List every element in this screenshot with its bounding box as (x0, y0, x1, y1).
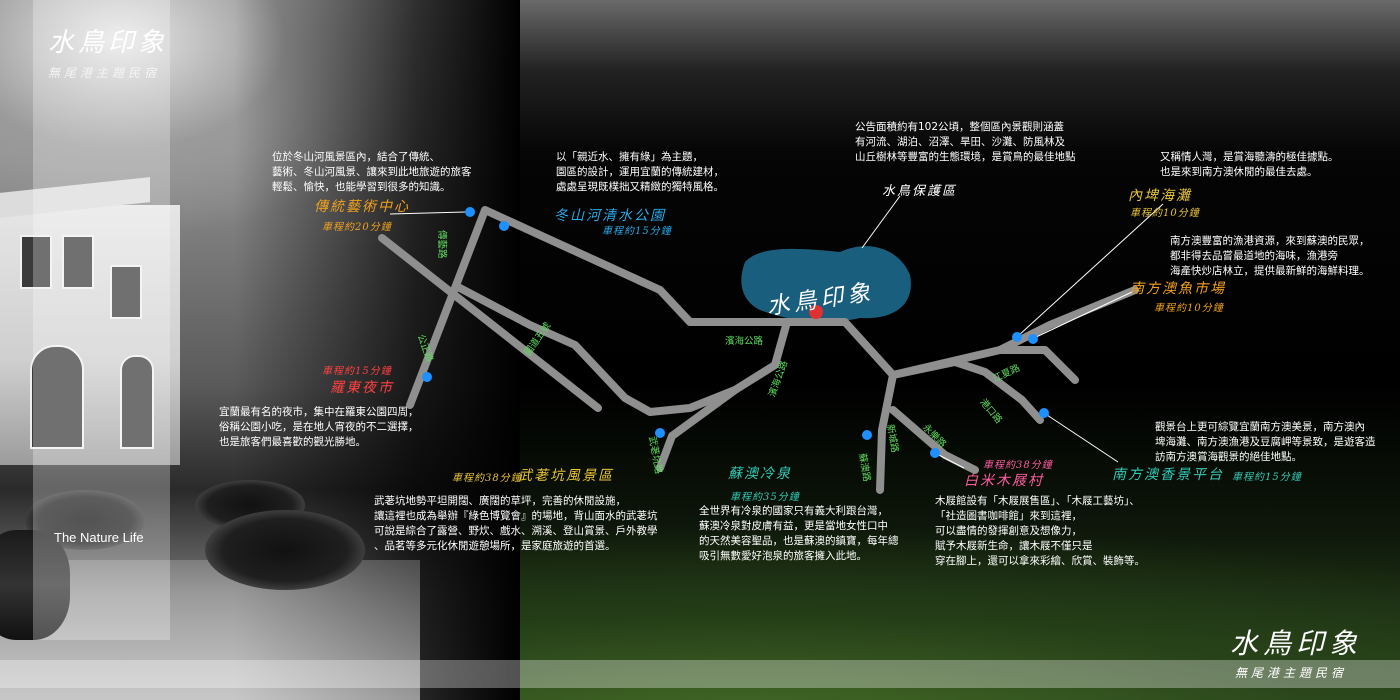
art-center-time: 車程約20分鐘 (322, 222, 392, 233)
suao-spring-description: 全世界有冷泉的國家只有義大利跟台灣，蘇澳冷泉對皮膚有益，更是當地女性口中的天然美… (699, 505, 899, 562)
road-segment (454, 283, 791, 416)
stone-tub (0, 530, 70, 640)
footer-bar (0, 660, 1400, 688)
neipi-beach-time: 車程約10分鐘 (1130, 208, 1200, 219)
clog-village-name[interactable]: 白米木屐村 (964, 473, 1044, 489)
wulaokeng-description: 武荖坑地勢平坦開闊、廣闊的草坪，完善的休閒設施，讓這裡也成為舉辦『綠色博覽會』的… (374, 495, 658, 552)
suao-spring-time: 車程約35分鐘 (730, 492, 800, 503)
viewing-platform-time: 車程約15分鐘 (1232, 472, 1302, 483)
road-label: 濱海公路 (725, 336, 764, 347)
suao-spring-name[interactable]: 蘇澳冷泉 (728, 466, 792, 482)
house-window (62, 235, 94, 289)
bird-reserve-area[interactable] (741, 246, 911, 322)
road-segment (996, 286, 1139, 354)
gravel-ground (0, 560, 420, 700)
fish-market-callout-line (1033, 291, 1133, 339)
house-door (30, 345, 84, 449)
wulaokeng-name[interactable]: 武荖坑風景區 (518, 468, 614, 484)
footer-subtitle: 無尾港主題民宿 (1235, 666, 1348, 680)
art-center-description: 位於冬山河風景區內，結合了傳統、藝術、冬山河風景、讓來到此地旅遊的旅客輕鬆、愉快… (272, 151, 472, 193)
house-window (110, 265, 142, 319)
road-segment (876, 371, 897, 494)
fish-market-name[interactable]: 南方澳魚市場 (1130, 281, 1226, 297)
house-illustration (0, 205, 180, 465)
lotung-market-name[interactable]: 羅東夜市 (330, 380, 394, 396)
wulaokeng-time: 車程約38分鐘 (452, 473, 522, 484)
road-segment (378, 234, 602, 412)
homestay-location-pin[interactable] (809, 305, 823, 319)
art-center-name[interactable]: 傳統藝術中心 (314, 199, 410, 215)
clog-village-time: 車程約38分鐘 (983, 460, 1053, 471)
suao-spring-pin[interactable] (862, 430, 872, 440)
clog-callout-line (934, 452, 965, 469)
fish-market-pin[interactable] (1028, 334, 1038, 344)
brand-panel (33, 0, 170, 640)
brand-title: 水鳥印象 (48, 28, 169, 58)
road-segment (656, 386, 739, 472)
bird-reserve-name[interactable]: 水鳥保護區 (882, 184, 958, 199)
art-center-pin[interactable] (465, 207, 475, 217)
brand-tagline: The Nature Life (54, 530, 144, 545)
neipi-callout-line (1017, 203, 1164, 337)
dongshan-park-name[interactable]: 冬山河清水公園 (554, 208, 666, 224)
footer-title: 水鳥印象 (1230, 627, 1363, 660)
neipi-beach-pin[interactable] (1012, 332, 1022, 342)
dongshan-park-description: 以「親近水、擁有綠」為主題，園區的設計，運用宜蘭的傳統建材，處處呈現既樸拙又精緻… (556, 151, 724, 193)
lotung-market-time: 車程約15分鐘 (322, 366, 392, 377)
dongshan-park-time: 車程約15分鐘 (602, 226, 672, 237)
viewing-platform-name[interactable]: 南方澳香景平台 (1112, 467, 1224, 483)
clog-village-description: 木屐館設有「木屐展售區」、「木屐工藝坊」、「社造圖書咖啡館」來到這裡，可以盡情的… (935, 495, 1145, 567)
stone-tub (205, 510, 365, 590)
bird-reserve-description: 公告面積約有102公頃，整個區內景觀則涵蓋有河流、湖泊、沼澤、旱田、沙灘、防風林… (855, 121, 1076, 163)
house-window (20, 235, 52, 289)
road-segment (889, 406, 979, 474)
road-label: 傳藝路 (436, 230, 447, 259)
dongshan-park-pin[interactable] (499, 221, 509, 231)
neipi-beach-description: 又稱情人灣，是賞海聽濤的極佳據點。也是來到南方澳休閒的最佳去處。 (1160, 151, 1339, 178)
art-center-callout-line (389, 211, 466, 215)
viewing-platform-description: 觀景台上更可綜覽宜蘭南方澳美景，南方澳內埤海灘、南方澳漁港及豆腐岬等景致，是遊客… (1155, 421, 1376, 463)
house-window (120, 355, 154, 449)
fish-market-time: 車程約10分鐘 (1154, 303, 1224, 314)
road-segment (889, 358, 1044, 424)
reserve-callout-line (861, 195, 901, 249)
neipi-beach-name[interactable]: 內埤海灘 (1128, 188, 1192, 204)
fish-market-description: 南方澳豐富的漁港資源，來到蘇澳的民眾，都非得去品嘗最道地的海味，漁港旁海產快炒店… (1170, 235, 1370, 277)
lotung-market-pin[interactable] (422, 372, 432, 382)
wulaokeng-pin[interactable] (655, 428, 665, 438)
platform-callout-line (1043, 412, 1119, 463)
clog-village-pin[interactable] (930, 448, 940, 458)
brand-subtitle: 無尾港主題民宿 (48, 66, 161, 80)
viewing-platform-pin[interactable] (1039, 408, 1049, 418)
lotung-market-description: 宜蘭最有名的夜市，集中在羅東公園四周，俗稱公園小吃，是在地人宵夜的不二選擇，也是… (219, 406, 419, 448)
road-segment (406, 206, 1079, 409)
